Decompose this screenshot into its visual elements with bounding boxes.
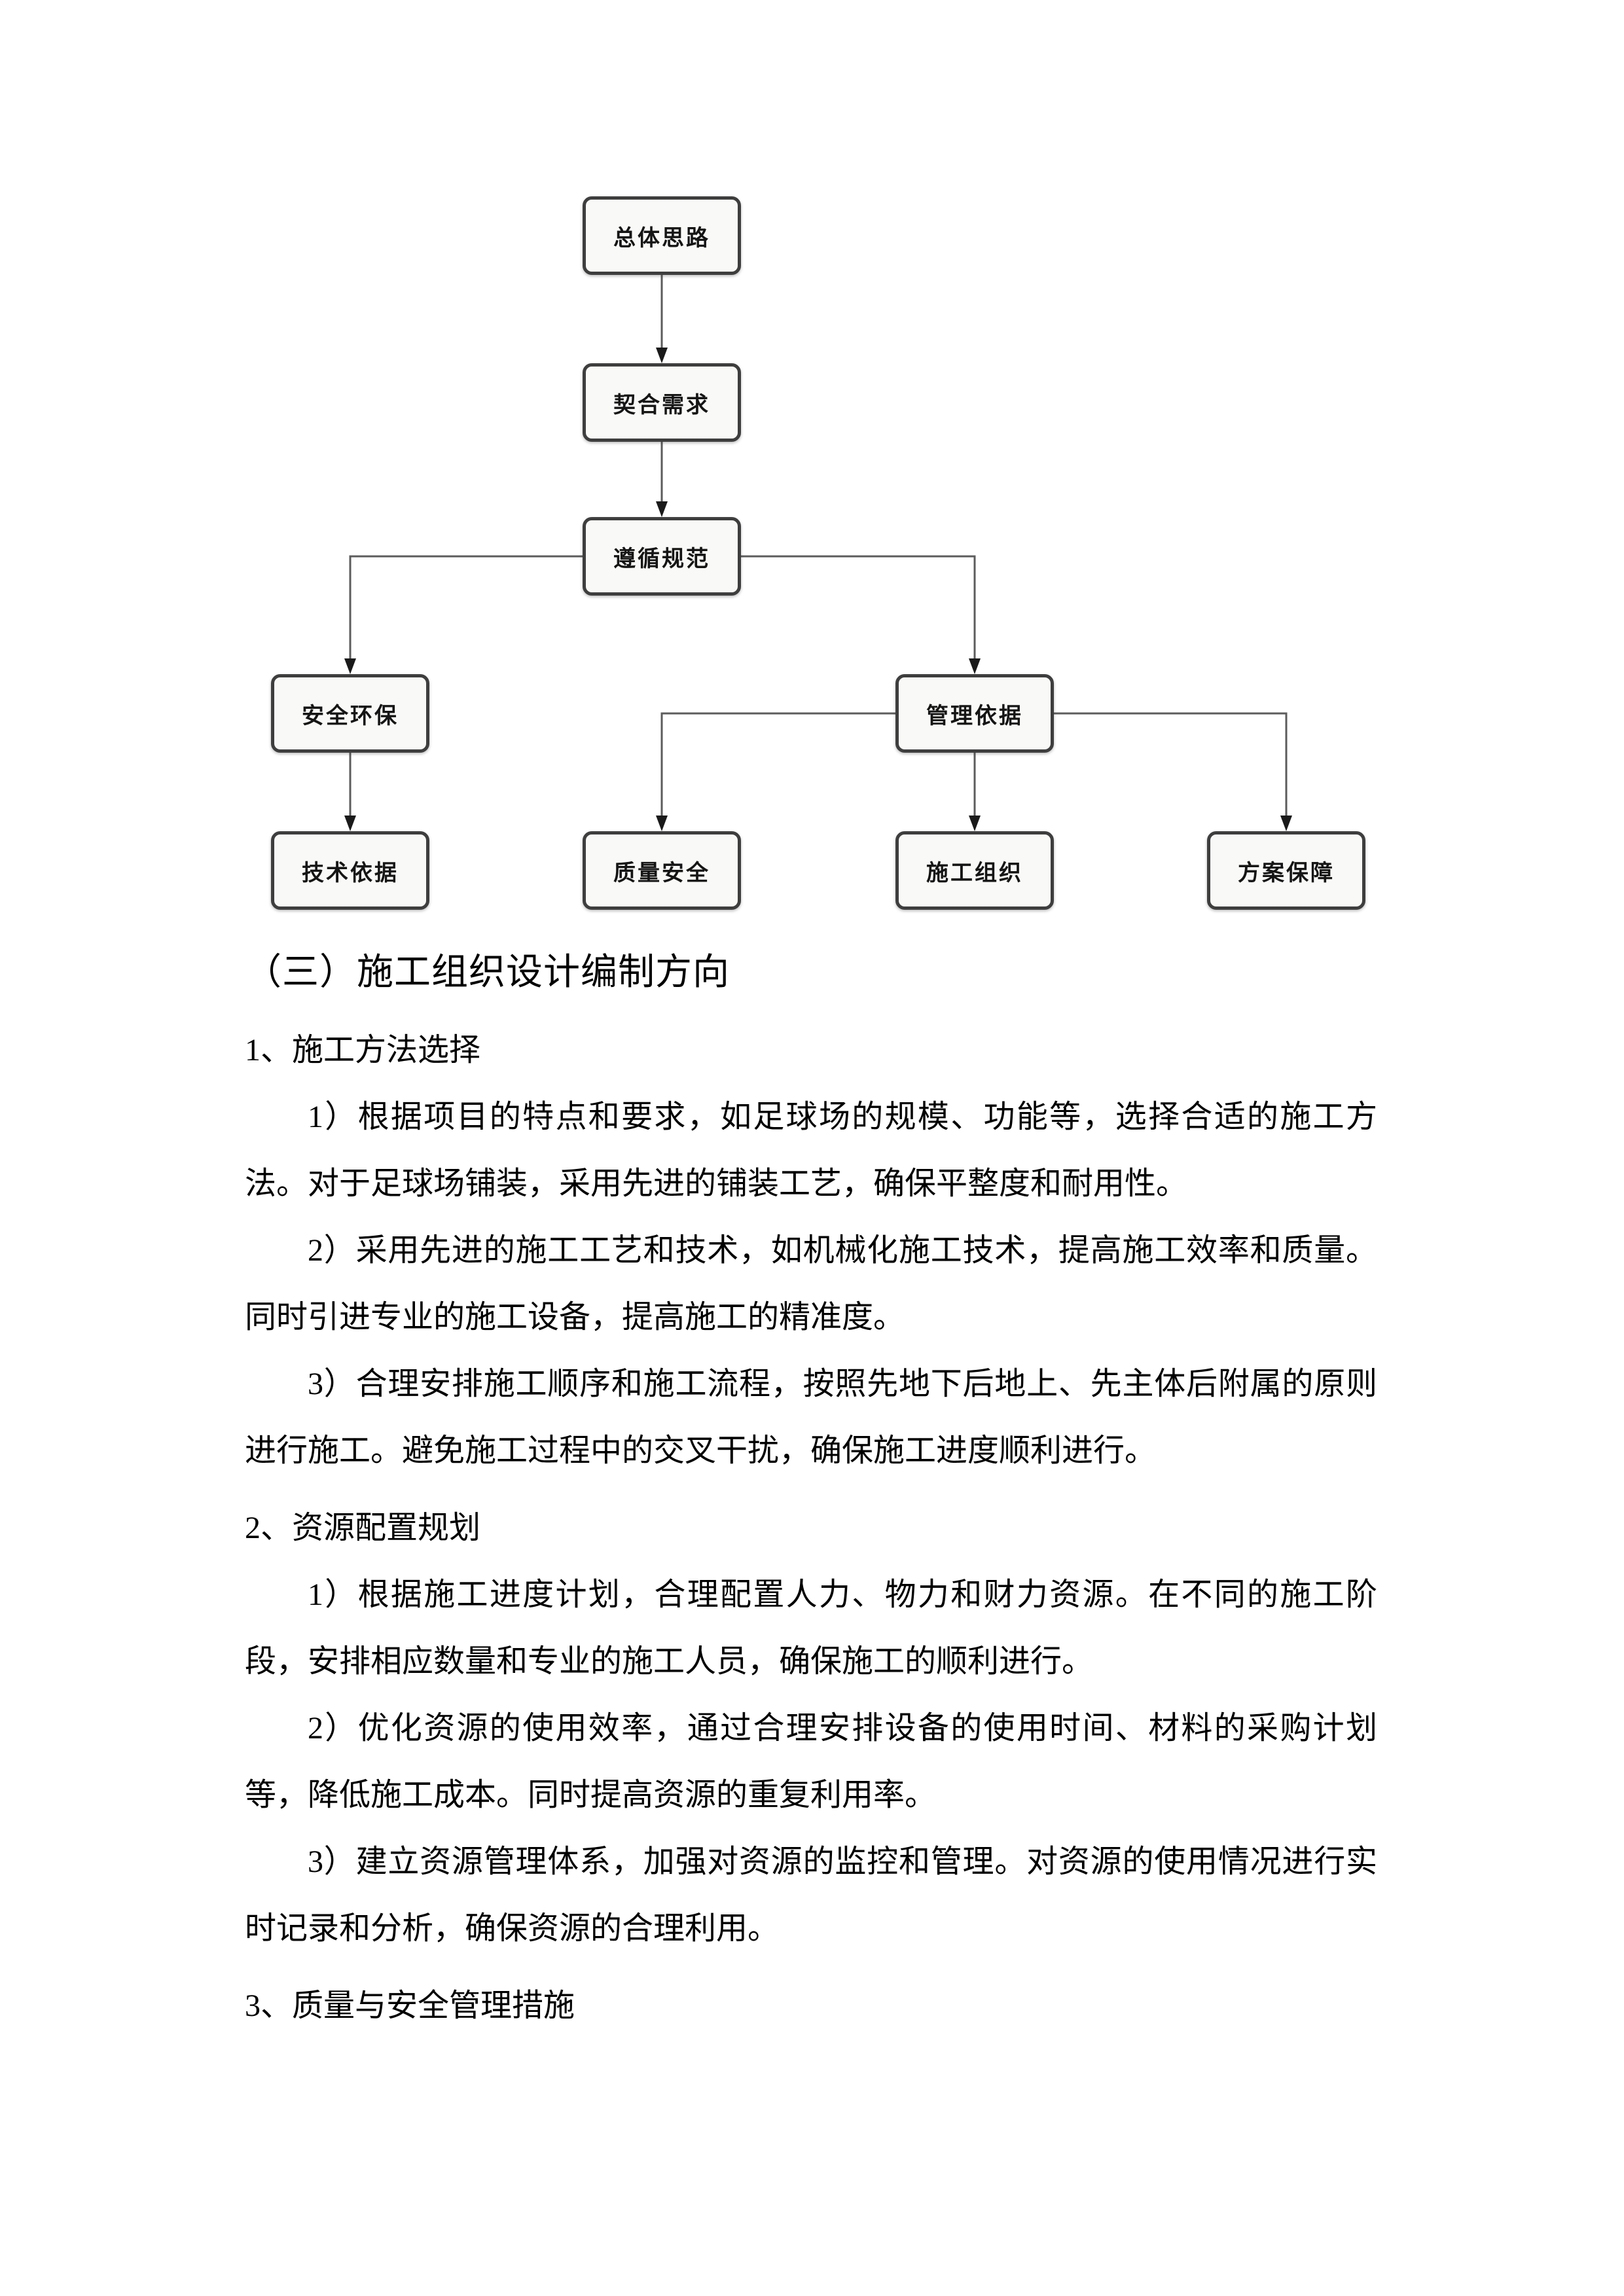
section-heading: （三）施工组织设计编制方向 <box>245 952 730 993</box>
document-body: （三）施工组织设计编制方向 1、施工方法选择 1）根据项目的特点和要求，如足球场… <box>245 946 1377 2039</box>
flow-node-technical-basis: 技术依据 <box>271 831 429 910</box>
flow-node-overall-approach: 总体思路 <box>583 196 741 275</box>
body-paragraph: 2）采用先进的施工工艺和技术，如机械化施工技术，提高施工效率和质量。同时引进专业… <box>245 1233 1377 1335</box>
flow-node-match-requirements: 契合需求 <box>583 363 741 442</box>
body-paragraph: 2）优化资源的使用效率，通过合理安排设备的使用时间、材料的采购计划等，降低施工成… <box>245 1711 1377 1812</box>
subsection-title-resource-planning: 2、资源配置规划 <box>245 1511 481 1545</box>
flowchart-connectors-svg <box>344 275 1292 831</box>
flow-node-quality-safety: 质量安全 <box>583 831 741 910</box>
flowchart: 总体思路 契合需求 遵循规范 安全环保 管理依据 技术依据 质量安全 施工组织 … <box>249 183 1377 929</box>
flow-node-construction-organization: 施工组织 <box>895 831 1054 910</box>
body-paragraph: 3）合理安排施工顺序和施工流程，按照先地下后地上、先主体后附属的原则进行施工。避… <box>245 1367 1377 1468</box>
body-paragraph: 1）根据项目的特点和要求，如足球场的规模、功能等，选择合适的施工方法。对于足球场… <box>245 1100 1377 1201</box>
arrowheads <box>344 348 1292 831</box>
subsection-title-quality-safety-measures: 3、质量与安全管理措施 <box>245 1988 575 2023</box>
flow-node-management-basis: 管理依据 <box>895 674 1054 753</box>
flow-node-safety-environment: 安全环保 <box>271 674 429 753</box>
body-paragraph: 3）建立资源管理体系，加强对资源的监控和管理。对资源的使用情况进行实时记录和分析… <box>245 1844 1377 1946</box>
body-paragraph: 1）根据施工进度计划，合理配置人力、物力和财力资源。在不同的施工阶段，安排相应数… <box>245 1577 1377 1679</box>
flow-node-follow-standards: 遵循规范 <box>583 517 741 596</box>
subsection-title-construction-method: 1、施工方法选择 <box>245 1033 481 1067</box>
flow-node-plan-guarantee: 方案保障 <box>1207 831 1365 910</box>
